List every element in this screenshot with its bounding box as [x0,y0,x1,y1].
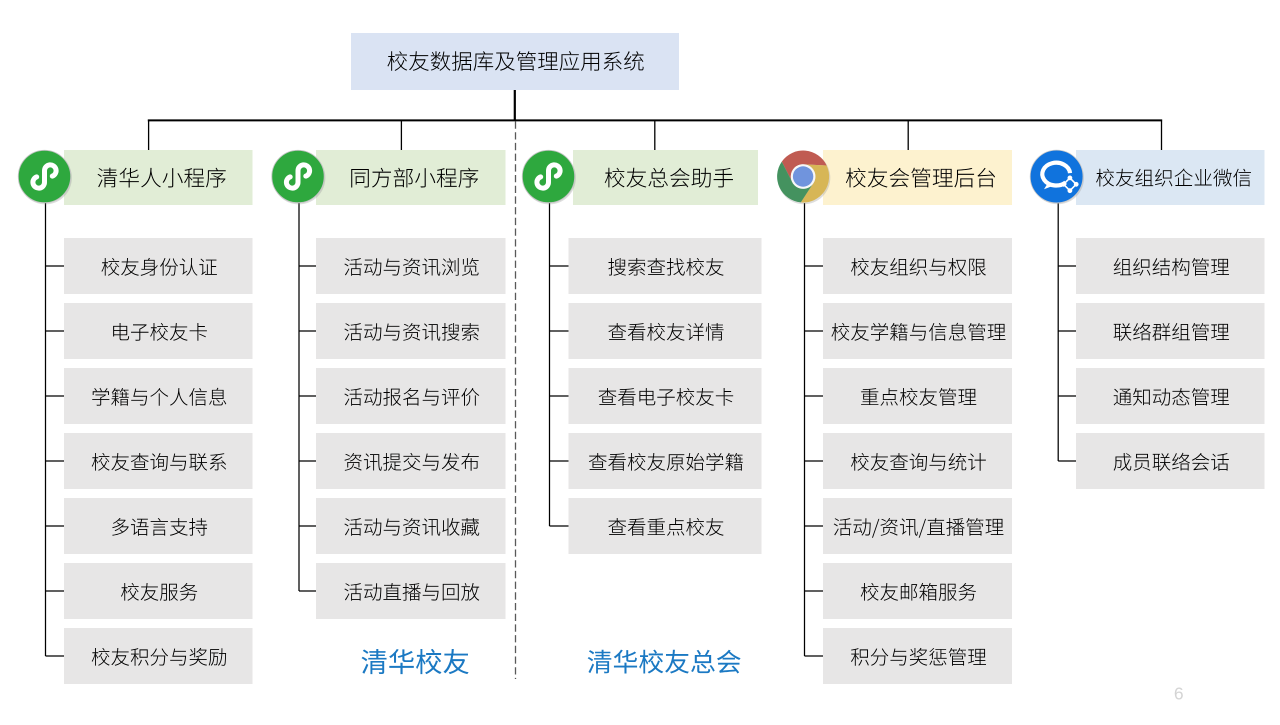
svg-text:6: 6 [1174,683,1184,703]
